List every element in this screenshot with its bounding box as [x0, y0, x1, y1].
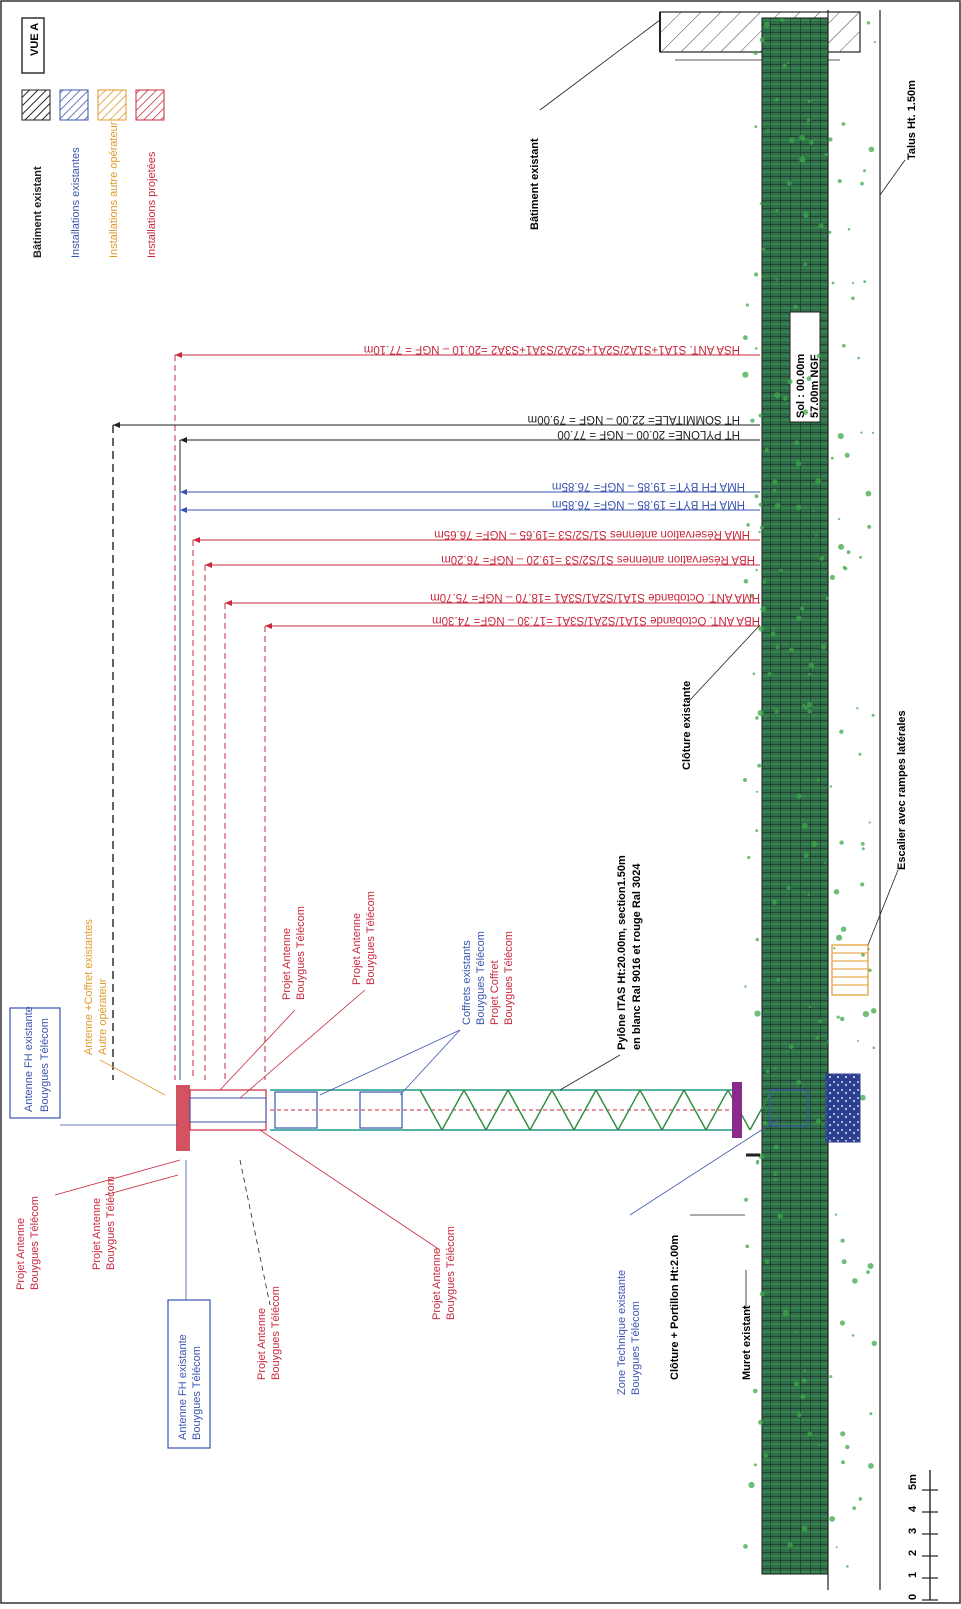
- proj-ant-e-label-1: Projet Antenne: [256, 1308, 268, 1380]
- coffrets-label-4: Bouygues Télécom: [503, 931, 515, 1025]
- coffrets-label-2: Bouygues Télécom: [475, 931, 487, 1025]
- level-label-0: HSA ANT. S1A1+S1A2/S2A1+S2A2/S3A1+S3A2 =…: [364, 343, 740, 355]
- talus-label: Talus Ht. 1.50m: [906, 80, 918, 160]
- fh-top-label-2: Bouygues Télécom: [39, 1018, 51, 1112]
- legend-label-building: Bâtiment existant: [32, 166, 44, 258]
- level-lines: HSA ANT. S1A1+S1A2/S2A1+S2A2/S3A1+S3A2 =…: [112, 343, 760, 1080]
- stairs: Escalier avec rampes latérales: [831, 710, 908, 996]
- fh-top-label-1: Antenne FH existante: [23, 1006, 35, 1112]
- level-label-8: HBA ANT. Octobande S1A1/S2A1/S3A1 =17.30…: [432, 614, 760, 626]
- legend: VUE A Bâtiment existant Installations ex…: [21, 17, 165, 258]
- scale-tick-4: 4: [907, 1505, 919, 1512]
- legend-swatch-other-operator: [97, 89, 127, 121]
- fh-bottom-callout: Antenne FH existante Bouygues Télécom: [167, 1160, 211, 1449]
- muret-label: Muret existant: [741, 1305, 753, 1380]
- proj-ant-a-label-2: Bouygues Télécom: [295, 906, 307, 1000]
- legend-swatch-existing: [59, 89, 89, 121]
- level-label-2: HT PYLONE= 20.00 – NGF = 77.00: [557, 428, 740, 440]
- building-label: Bâtiment existant: [529, 138, 541, 230]
- legend-swatch-projected: [135, 89, 165, 121]
- other-op-label-1: Antenne +Coffret existantes: [83, 919, 95, 1055]
- proj-ant-f-label-2: Bouygues Télécom: [445, 1226, 457, 1320]
- scale-tick-5: 5m: [907, 1474, 919, 1490]
- portillon-label: Clôture + Portillon Ht:2.00m: [669, 1235, 681, 1380]
- legend-label-existing: Installations existantes: [70, 147, 82, 258]
- scale-tick-1: 1: [907, 1572, 919, 1578]
- ground-sol-label: Sol : 00.00m: [795, 354, 807, 418]
- scale-tick-3: 3: [907, 1528, 919, 1534]
- pylon-label-1: Pylône ITAS Ht:20.00m, section1.50m: [616, 855, 628, 1050]
- scale-tick-2: 2: [907, 1550, 919, 1556]
- legend-label-other-operator: Installations autre opérateur: [108, 121, 120, 258]
- proj-ant-d-label-2: Bouygues Télécom: [105, 1176, 117, 1270]
- vegetation: [742, 18, 877, 1568]
- pylon: [176, 1073, 861, 1157]
- stairs-label: Escalier avec rampes latérales: [896, 710, 908, 870]
- proj-ant-b-label-2: Bouygues Télécom: [365, 891, 377, 985]
- fh-top-callout: Antenne FH existante Bouygues Télécom An…: [9, 919, 178, 1126]
- coffrets-callout: Coffrets existants Bouygues Télécom Proj…: [319, 931, 515, 1096]
- ground-ngf-label: 57.00m NGF: [809, 354, 821, 418]
- legend-swatch-building: [21, 89, 51, 121]
- proj-ant-a-label-1: Projet Antenne: [281, 928, 293, 1000]
- zone-tech-label-1: Zone Technique existante: [616, 1270, 628, 1395]
- zone-tech-label-2: Bouygues Télécom: [630, 1301, 642, 1395]
- level-label-5: HMA Réservation antennes S1/S2/S3 =19.65…: [434, 528, 750, 540]
- proj-ant-c-label-2: Bouygues Télécom: [29, 1196, 41, 1290]
- level-label-7: HMA ANT. Octobande S1A1/S2A1/S3A1 =18.70…: [430, 591, 760, 603]
- proj-ant-f-label-1: Projet Antenne: [431, 1248, 443, 1320]
- fh-bottom-label-1: Antenne FH existante: [177, 1334, 189, 1440]
- proj-ant-d-label-1: Projet Antenne: [91, 1198, 103, 1270]
- proj-ant-c-label-1: Projet Antenne: [15, 1218, 27, 1290]
- level-label-6: HBA Réservation antennes S1/S2/S3 =19.20…: [441, 553, 755, 565]
- scale-tick-0: 0: [907, 1594, 919, 1600]
- scale-bar: 0 1 2 3 4 5m: [907, 1470, 938, 1601]
- proj-ant-b-label-1: Projet Antenne: [351, 913, 363, 985]
- pylon-label-2: en blanc Ral 9016 et rouge Ral 3024: [631, 863, 643, 1050]
- level-label-4: HMA FH BYT= 19.85 – NGF= 76.85m: [552, 498, 745, 510]
- coffrets-label-3: Projet Coffret: [489, 960, 501, 1025]
- coffrets-label-1: Coffrets existants: [461, 940, 473, 1025]
- ground-band: Sol : 00.00m 57.00m NGF: [761, 10, 881, 1590]
- level-label-3: HMA FH BYT= 19.85 – NGF= 76.85m: [552, 480, 745, 492]
- legend-label-projected: Installations projetées: [146, 151, 158, 258]
- fh-bottom-label-2: Bouygues Télécom: [191, 1346, 203, 1440]
- fence-label: Clôture existante: [681, 681, 693, 770]
- proj-ant-e-label-2: Bouygues Télécom: [270, 1286, 282, 1380]
- view-label: VUE A: [29, 23, 41, 56]
- level-label-1: HT SOMMITALE= 22.00 – NGF = 79.00m: [528, 413, 740, 425]
- other-op-label-2: Autre opérateur: [97, 978, 109, 1055]
